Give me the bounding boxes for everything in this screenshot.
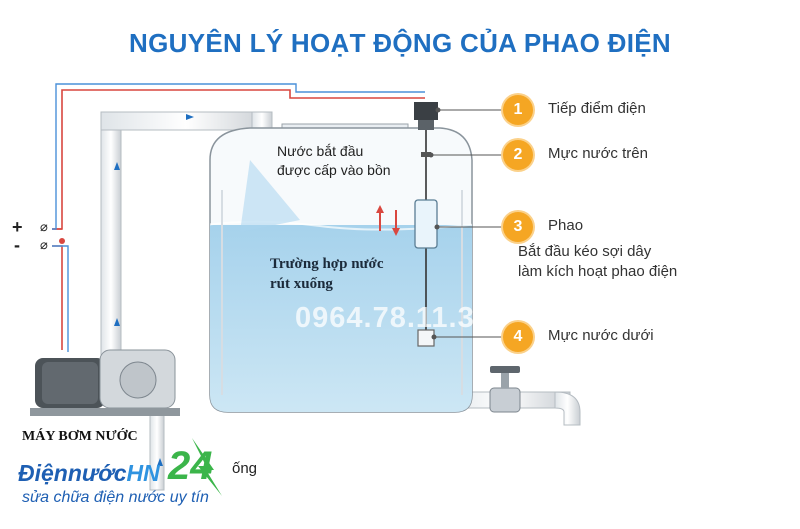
power-wires — [52, 83, 425, 352]
water-pump — [30, 349, 180, 416]
watermark-phone: 0964.78.11.33 — [295, 302, 492, 334]
float-switch — [376, 102, 438, 347]
plus-terminal-symbol: ⌀ — [40, 219, 48, 234]
outlet-valve — [489, 366, 521, 413]
tank-note-line2: rút xuống — [270, 276, 333, 292]
tank-note-line1: Trường hợp nước — [270, 256, 384, 272]
logo-slogan: sửa chữa điện nước uy tín — [22, 489, 209, 506]
inlet-note-line2: được cấp vào bồn — [277, 162, 391, 178]
callout-label-3: Phao — [548, 217, 584, 234]
callout-badge-3: 3 — [503, 212, 533, 242]
logo-swoosh — [192, 438, 222, 496]
logo-name: ĐiệnnướcHN — [18, 460, 160, 487]
page-title: NGUYÊN LÝ HOẠT ĐỘNG CỦA PHAO ĐIỆN — [129, 28, 671, 58]
water-tank — [209, 123, 473, 413]
callout-badge-1: 1 — [503, 95, 533, 125]
logo-name-hn: HN — [126, 460, 160, 486]
callout-badge-4: 4 — [503, 322, 533, 352]
partial-caption: ống — [232, 460, 258, 477]
pump-label: MÁY BƠM NƯỚC — [22, 429, 138, 444]
inlet-note-line1: Nước bắt đầu — [277, 143, 364, 159]
logo-number: 24 — [168, 444, 213, 488]
callout-badge-2: 2 — [503, 140, 533, 170]
logo-name-main: Điệnnước — [18, 460, 127, 486]
callout-3-sub-line1: Bắt đầu kéo sợi dây — [518, 243, 652, 260]
callout-label-1: Tiếp điểm điện — [548, 100, 646, 117]
callout-label-2: Mực nước trên — [548, 145, 648, 162]
plus-terminal-label: + — [12, 217, 23, 237]
minus-terminal-label: - — [14, 235, 20, 255]
minus-terminal-symbol: ⌀ — [40, 237, 48, 252]
callout-3-sub-line2: làm kích hoạt phao điện — [518, 263, 678, 280]
callout-label-4: Mực nước dưới — [548, 327, 654, 344]
callout-lines — [428, 107, 503, 340]
